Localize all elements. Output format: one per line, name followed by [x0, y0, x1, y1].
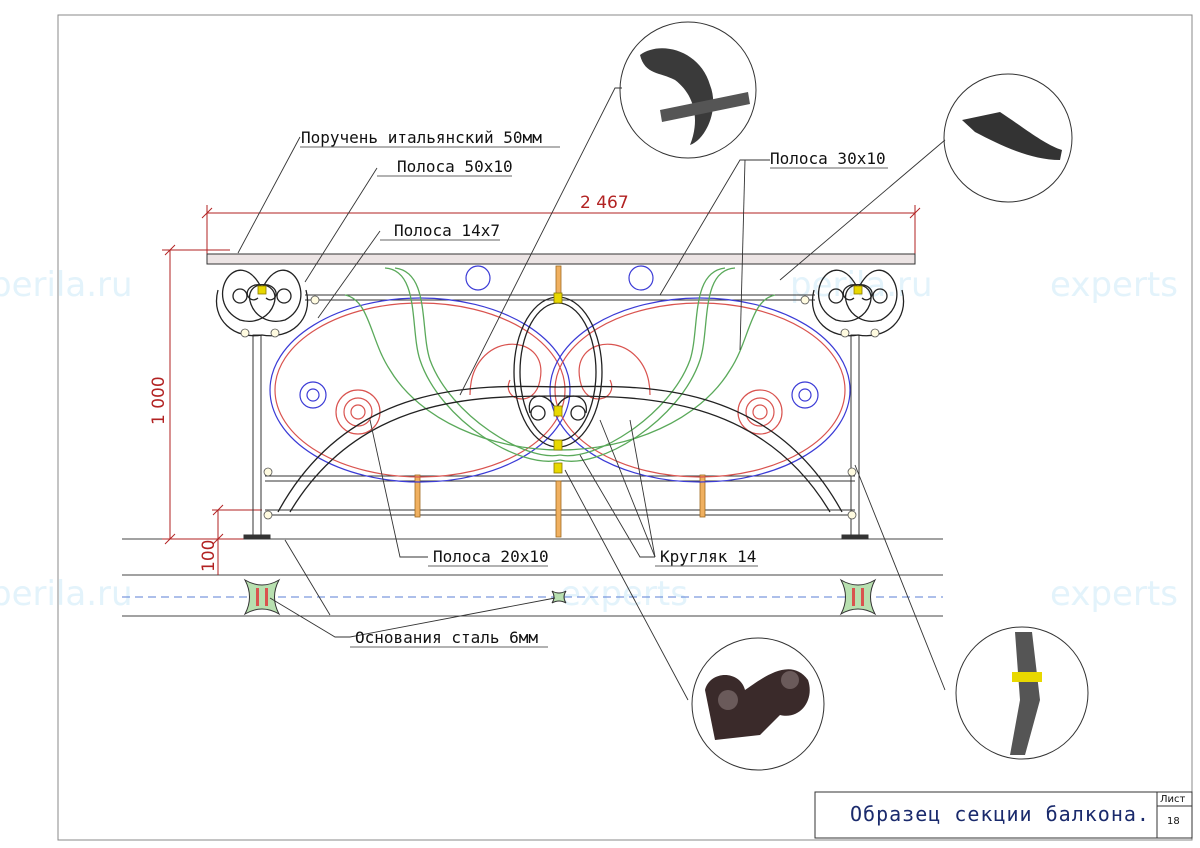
detail-callouts: [619, 21, 1089, 771]
posts: [243, 334, 869, 540]
title-block-sheet-number: 18: [1167, 816, 1180, 827]
clamps: [257, 285, 863, 474]
handrail: [206, 253, 916, 265]
dimension-length-value: 2 467: [580, 193, 629, 213]
watermark-text: experts: [1050, 265, 1178, 305]
dimension-height: [162, 244, 230, 545]
bolts: [240, 295, 880, 520]
title-block: Образец секции балкона. Лист 18: [814, 791, 1193, 839]
dimension-length: [201, 205, 921, 255]
clamp-yellow-icon: [1012, 672, 1042, 682]
strip-end-icon: [962, 112, 1062, 160]
watermark-text: perila.ru: [0, 574, 133, 614]
label-strip-20x10: Полоса 20x10: [433, 547, 549, 566]
corner-scrolls: [215, 269, 905, 337]
spiral-scrolls: [335, 343, 783, 435]
watermark-text: perila.ru: [0, 265, 133, 305]
dimension-height-value: 1 000: [149, 376, 169, 425]
scroll-block-icon: [705, 669, 810, 740]
base-plate: [243, 578, 281, 616]
title-block-title: Образец секции балкона.: [850, 802, 1150, 826]
base-plates: [243, 578, 877, 616]
main-arch: [277, 385, 843, 513]
label-handrail: Поручень итальянский 50мм: [301, 128, 542, 147]
green-strips: [344, 267, 776, 462]
leader-lines: [237, 87, 946, 701]
dimension-base-gap-value: 100: [199, 540, 219, 572]
blue-rings: [299, 265, 819, 409]
forged-strip-icon: [640, 48, 714, 145]
watermark-layer: perila.ru experts perila.ru experts peri…: [0, 265, 1178, 614]
sheet-frame: [57, 14, 1193, 841]
title-block-sheet-label: Лист: [1160, 794, 1186, 805]
forged-band-icon: [660, 92, 750, 122]
label-strip-50x10: Полоса 50x10: [397, 157, 513, 176]
label-round-14: Кругляк 14: [660, 547, 756, 566]
label-strip-30x10: Полоса 30x10: [770, 149, 886, 168]
base-plate: [839, 578, 877, 616]
clamp-bar-icon: [1010, 632, 1040, 755]
label-strip-14x7: Полоса 14x7: [394, 221, 500, 240]
dimension-base-gap: [212, 504, 262, 575]
round-bar-spacers: [414, 265, 706, 538]
label-base: Основания сталь 6мм: [355, 628, 538, 647]
watermark-text: experts: [1050, 574, 1178, 614]
